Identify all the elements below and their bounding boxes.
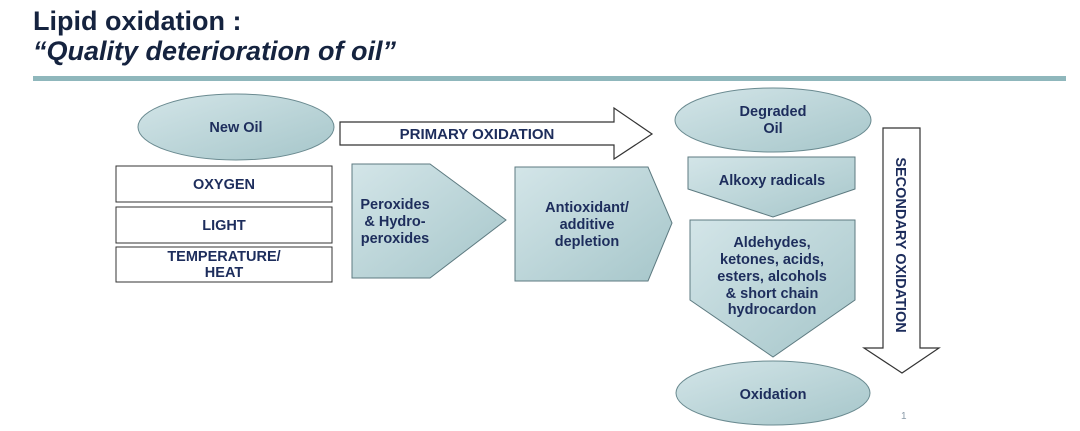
products-line-2: ketones, acids, xyxy=(720,252,824,268)
peroxides-line-1: Peroxides xyxy=(360,197,429,213)
factor-heat-label: HEAT xyxy=(205,265,244,281)
antioxidant-line-2: additive xyxy=(560,217,615,233)
alkoxy-label: Alkoxy radicals xyxy=(719,173,825,189)
title-divider xyxy=(33,76,1066,81)
slide-subtitle: “Quality deterioration of oil” xyxy=(33,36,397,66)
antioxidant-line-3: depletion xyxy=(555,234,619,250)
primary-oxidation-label: PRIMARY OXIDATION xyxy=(400,126,555,143)
new-oil-ellipse: New Oil xyxy=(137,93,335,161)
factor-temperature-label: TEMPERATURE/ xyxy=(167,249,280,265)
oxidation-label: Oxidation xyxy=(740,387,807,403)
factor-light: LIGHT xyxy=(115,206,333,244)
secondary-oxidation-arrow: SECONDARY OXIDATION xyxy=(861,127,941,374)
products-line-4: & short chain xyxy=(726,286,819,302)
factor-temperature: TEMPERATURE/ HEAT xyxy=(115,246,333,283)
alkoxy-radicals-chevron: Alkoxy radicals xyxy=(687,156,856,218)
degraded-oil-line-2: Oil xyxy=(763,121,782,137)
factor-oxygen: OXYGEN xyxy=(115,165,333,203)
factor-light-label: LIGHT xyxy=(202,218,246,234)
peroxides-pentagon: Peroxides & Hydro- peroxides xyxy=(351,163,507,279)
degraded-oil-ellipse: Degraded Oil xyxy=(674,87,872,153)
products-line-1: Aldehydes, xyxy=(733,235,810,251)
products-chevron: Aldehydes, ketones, acids, esters, alcoh… xyxy=(689,219,856,358)
primary-oxidation-arrow: PRIMARY OXIDATION xyxy=(339,106,654,161)
peroxides-line-2: & Hydro- xyxy=(364,214,425,230)
antioxidant-pentagon: Antioxidant/ additive depletion xyxy=(514,166,673,282)
new-oil-label: New Oil xyxy=(209,120,262,136)
products-line-3: esters, alcohols xyxy=(717,269,827,285)
factor-oxygen-label: OXYGEN xyxy=(193,177,255,193)
oxidation-ellipse: Oxidation xyxy=(675,360,871,426)
products-line-5: hydrocardon xyxy=(728,302,817,318)
slide-title: Lipid oxidation : xyxy=(33,6,242,36)
degraded-oil-line-1: Degraded xyxy=(740,104,807,120)
antioxidant-line-1: Antioxidant/ xyxy=(545,200,629,216)
page-number: 1 xyxy=(901,411,907,422)
peroxides-line-3: peroxides xyxy=(361,231,430,247)
secondary-oxidation-label: SECONDARY OXIDATION xyxy=(892,157,908,332)
